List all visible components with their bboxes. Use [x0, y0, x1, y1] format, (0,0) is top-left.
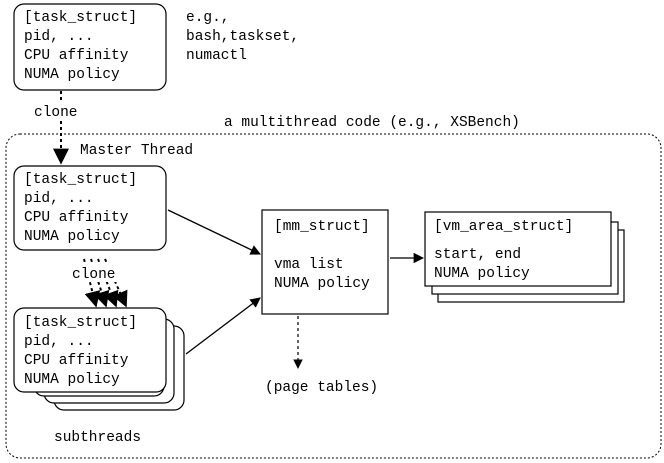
master-task-line-3: CPU affinity — [24, 210, 129, 226]
multithread-region — [5, 133, 662, 459]
vm-area-struct-stack: [vm_area_struct] start, end NUMA policy — [424, 211, 625, 303]
mm-struct-box: [mm_struct] vma list NUMA policy — [261, 209, 389, 315]
master-task-line-2: pid, ... — [24, 191, 94, 207]
tools-note: e.g., bash,taskset, numactl — [186, 10, 299, 64]
subthread-task-line-3: CPU affinity — [24, 353, 129, 369]
mm-struct-line-2: vma list — [274, 257, 344, 273]
vma-line-1: [vm_area_struct] — [434, 219, 573, 235]
mm-struct-line-1: [mm_struct] — [274, 219, 370, 235]
page-tables-label: (page tables) — [265, 380, 378, 396]
subthread-task-line-2: pid, ... — [24, 334, 94, 350]
subthreads-label: subthreads — [54, 430, 141, 446]
master-thread-label: Master Thread — [80, 143, 193, 159]
clone-label-inner: clone — [72, 267, 116, 283]
master-task-line-4: NUMA policy — [24, 229, 120, 245]
region-label: a multithread code (e.g., XSBench) — [224, 115, 520, 131]
parent-task-line-1: [task_struct] — [24, 10, 137, 26]
master-task-struct-box: [task_struct] pid, ... CPU affinity NUMA… — [13, 165, 167, 251]
subthread-task-line-4: NUMA policy — [24, 372, 120, 388]
mm-struct-line-3: NUMA policy — [274, 276, 370, 292]
subthread-task-line-1: [task_struct] — [24, 315, 137, 331]
subthread-task-struct-stack: [task_struct] pid, ... CPU affinity NUMA… — [13, 307, 185, 411]
parent-task-line-3: CPU affinity — [24, 48, 129, 64]
clone-label-top: clone — [34, 105, 78, 121]
parent-task-line-2: pid, ... — [24, 29, 94, 45]
tools-note-line-1: e.g., — [186, 10, 230, 26]
master-to-mm-arrow — [167, 209, 261, 255]
subthreads-to-mm-arrow — [185, 297, 261, 355]
parent-task-struct-box: [task_struct] pid, ... CPU affinity NUMA… — [13, 3, 167, 91]
tools-note-line-3: numactl — [186, 48, 247, 64]
vma-line-3: NUMA policy — [434, 266, 530, 282]
parent-task-line-4: NUMA policy — [24, 67, 120, 83]
vma-line-2: start, end — [434, 247, 521, 263]
tools-note-line-2: bash,taskset, — [186, 29, 299, 45]
master-task-line-1: [task_struct] — [24, 172, 137, 188]
